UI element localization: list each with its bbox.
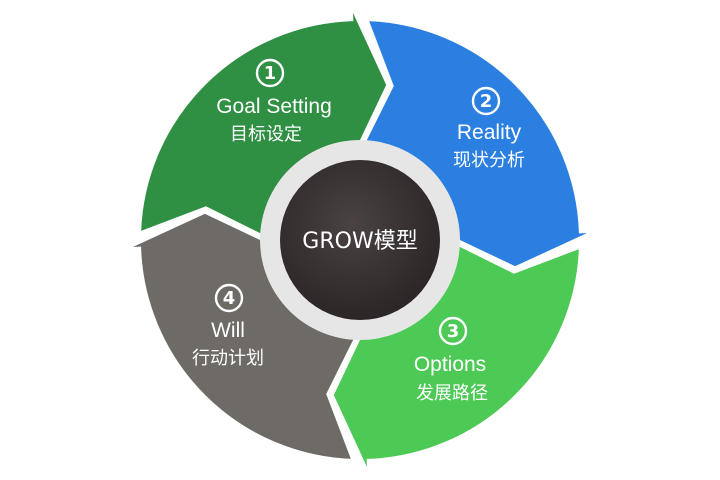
step-number: 4	[223, 288, 236, 309]
step-will: 4 Will 行动计划	[192, 283, 264, 369]
step-title: Options	[414, 353, 486, 376]
circled-number-3-icon	[438, 316, 468, 346]
step-goal-setting: 1 Goal Setting 目标设定	[216, 58, 332, 145]
circled-number-2-icon	[471, 86, 501, 116]
step-number: 3	[447, 321, 460, 342]
step-title: Reality	[457, 121, 522, 144]
step-subtitle: 发展路径	[416, 383, 488, 404]
step-title: Will	[211, 319, 245, 342]
step-subtitle: 行动计划	[192, 348, 264, 369]
step-subtitle: 目标设定	[230, 124, 302, 145]
step-options: 3 Options 发展路径	[414, 316, 488, 404]
circled-number-4-icon	[214, 283, 244, 313]
circled-number-1-icon	[255, 58, 285, 88]
center-label: GROW模型	[302, 229, 417, 254]
step-number: 1	[264, 63, 277, 84]
center-hub	[280, 160, 440, 320]
step-title: Goal Setting	[216, 95, 332, 118]
step-subtitle: 现状分析	[453, 150, 525, 171]
step-number: 2	[480, 91, 493, 112]
step-reality: 2 Reality 现状分析	[453, 86, 525, 171]
